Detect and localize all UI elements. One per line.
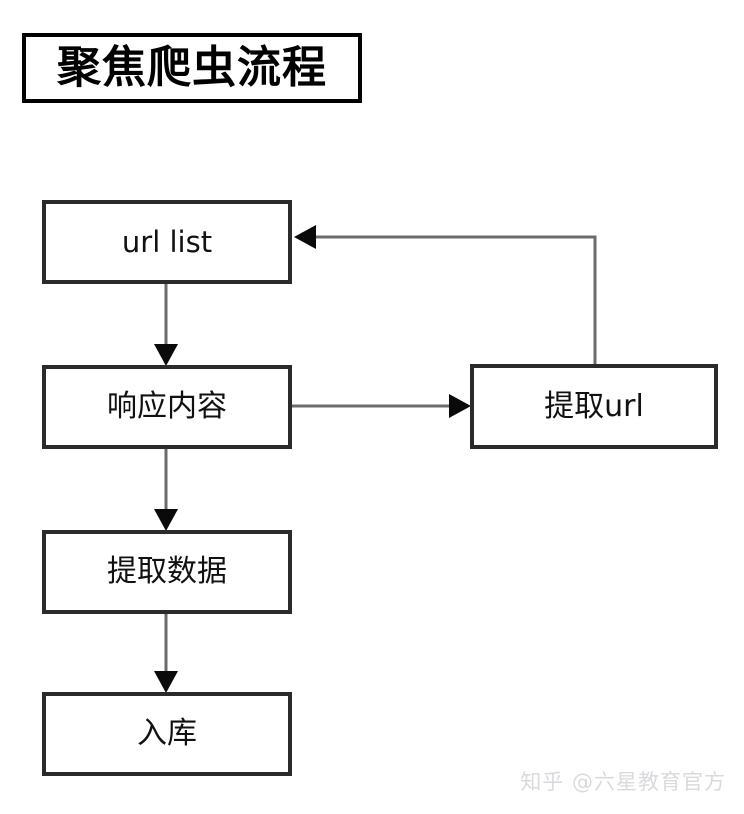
title-plate: 聚焦爬虫流程 (22, 33, 362, 103)
flow-node-response-content[interactable]: 响应内容 (42, 365, 292, 449)
flow-node-label: 入库 (137, 716, 197, 751)
flow-node-extract-url[interactable]: 提取url (470, 364, 718, 449)
flow-node-label: 提取url (544, 388, 644, 424)
watermark: 知乎 @六星教育官方 (520, 770, 726, 794)
flow-node-store-database[interactable]: 入库 (42, 692, 292, 776)
edge-response-to-exturl (292, 394, 471, 418)
flow-node-url-list[interactable]: url list (42, 200, 292, 284)
flow-node-extract-data[interactable]: 提取数据 (42, 530, 292, 614)
page-title: 聚焦爬虫流程 (57, 42, 327, 93)
edge-urllist-to-response (154, 284, 178, 366)
edge-response-to-extract (154, 449, 178, 531)
flow-node-label: url list (121, 224, 213, 259)
edge-exturl-to-urllist-feedback (294, 225, 597, 364)
edge-extract-to-store (154, 614, 178, 693)
flow-node-label: 提取数据 (107, 554, 227, 589)
flow-node-label: 响应内容 (107, 389, 227, 424)
